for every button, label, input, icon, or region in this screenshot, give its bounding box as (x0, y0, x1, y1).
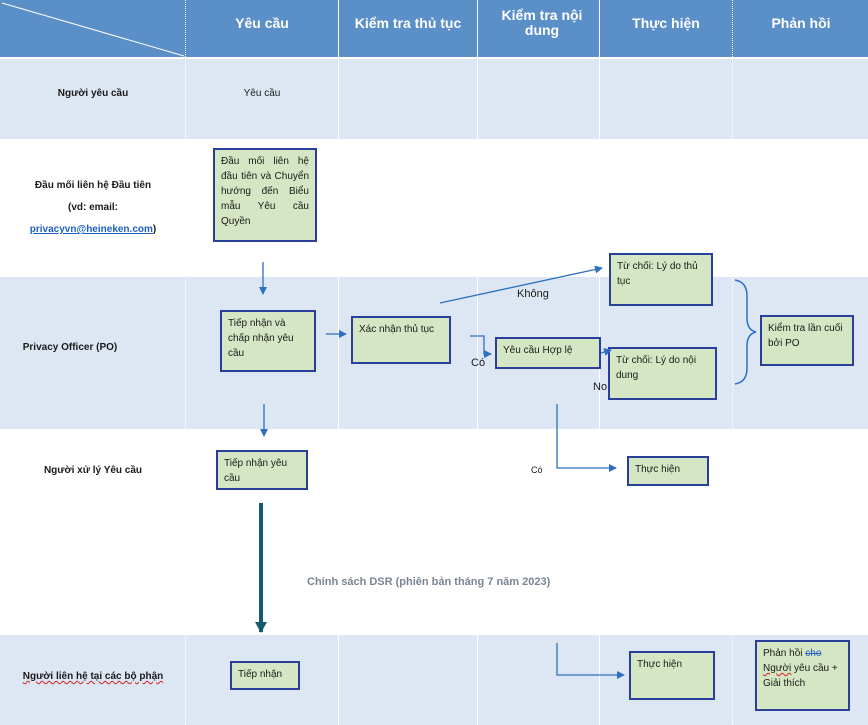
lane-band-dept-contact (0, 635, 868, 725)
respond-requester-word: Người (763, 663, 792, 674)
column-divider (477, 0, 478, 725)
edge-label-no: Không (517, 288, 549, 300)
header-diagonal (1, 2, 185, 57)
column-header-request: Yêu cầu (235, 14, 289, 31)
edge-label-yes: Có (471, 357, 486, 369)
arrow-to-reject-content (600, 348, 612, 356)
lane-label-requester: Người yêu cầu (57, 88, 129, 99)
final-check-box: Kiểm tra lần cuối bởi PO (760, 315, 854, 366)
column-divider (732, 0, 733, 725)
respond-prefix: Phản hồi (763, 648, 806, 659)
lane-label-privacy-officer: Privacy Officer (PO) (22, 342, 118, 353)
respond-struck-word: cho (805, 648, 822, 659)
execute-box-handler: Thực hiện (627, 456, 709, 486)
policy-note: Chính sách DSR (phiên bản tháng 7 năm 20… (307, 576, 551, 588)
confirm-procedure-box: Xác nhận thủ tục (351, 316, 451, 364)
respond-suffix: yêu cầu + Giải thích (763, 663, 838, 689)
edge-label-no-content: No (593, 381, 608, 393)
lane-label-handler: Người xử lý Yêu cầu (43, 465, 143, 476)
column-header-content-check: Kiểm tra nội dung (501, 7, 583, 38)
column-header-response: Phản hồi (771, 14, 831, 31)
reject-procedure-box: Từ chối: Lý do thủ tục (609, 253, 713, 306)
execute-box-dept: Thực hiện (629, 651, 715, 700)
email-link[interactable]: privacyvn@heineken.com (29, 224, 153, 235)
column-divider (185, 0, 186, 725)
final-check-brace (734, 279, 757, 385)
column-header-procedure-check: Kiểm tra thủ tục (354, 14, 462, 31)
dept-contact-text: Người liên hệ tại các bộ phận (22, 671, 164, 682)
lane-label-dept-contact: Người liên hệ tại các bộ phận (0, 671, 186, 682)
receive-box-dept: Tiếp nhận (230, 661, 300, 690)
first-contact-email-line: privacyvn@heineken.com) (0, 219, 186, 241)
first-contact-example: (vd: email: (67, 202, 118, 213)
lane-band-requester (0, 59, 868, 139)
arrow-to-execute-dept (556, 643, 625, 679)
header-bar (0, 0, 868, 57)
column-header-execution: Thực hiện (632, 14, 700, 31)
arrow-to-execute-handler (556, 404, 617, 472)
first-contact-title: Đầu mối liên hệ Đầu tiên (34, 180, 152, 191)
request-text: Yêu cầu (243, 88, 281, 99)
receive-request-box: Tiếp nhận yêu cầu (216, 450, 308, 490)
respond-box: Phản hồi cho Người yêu cầu + Giải thích (755, 640, 850, 711)
valid-request-box: Yêu cầu Hợp lệ (495, 337, 601, 369)
lane-label-first-contact: Đầu mối liên hệ Đầu tiên (vd: email: pri… (0, 175, 186, 241)
column-divider (338, 0, 339, 725)
receive-accept-box: Tiếp nhận và chấp nhận yêu cầu (220, 310, 316, 372)
arrow-to-valid-request (470, 335, 492, 358)
reject-content-box: Từ chối: Lý do nội dung (608, 347, 717, 400)
first-contact-box: Đầu mối liên hệ đầu tiên và Chuyển hướng… (213, 148, 317, 242)
edge-label-yes-execute: Có (531, 465, 543, 475)
email-close-paren: ) (152, 224, 157, 235)
arrow-to-reject-procedure (439, 265, 603, 304)
